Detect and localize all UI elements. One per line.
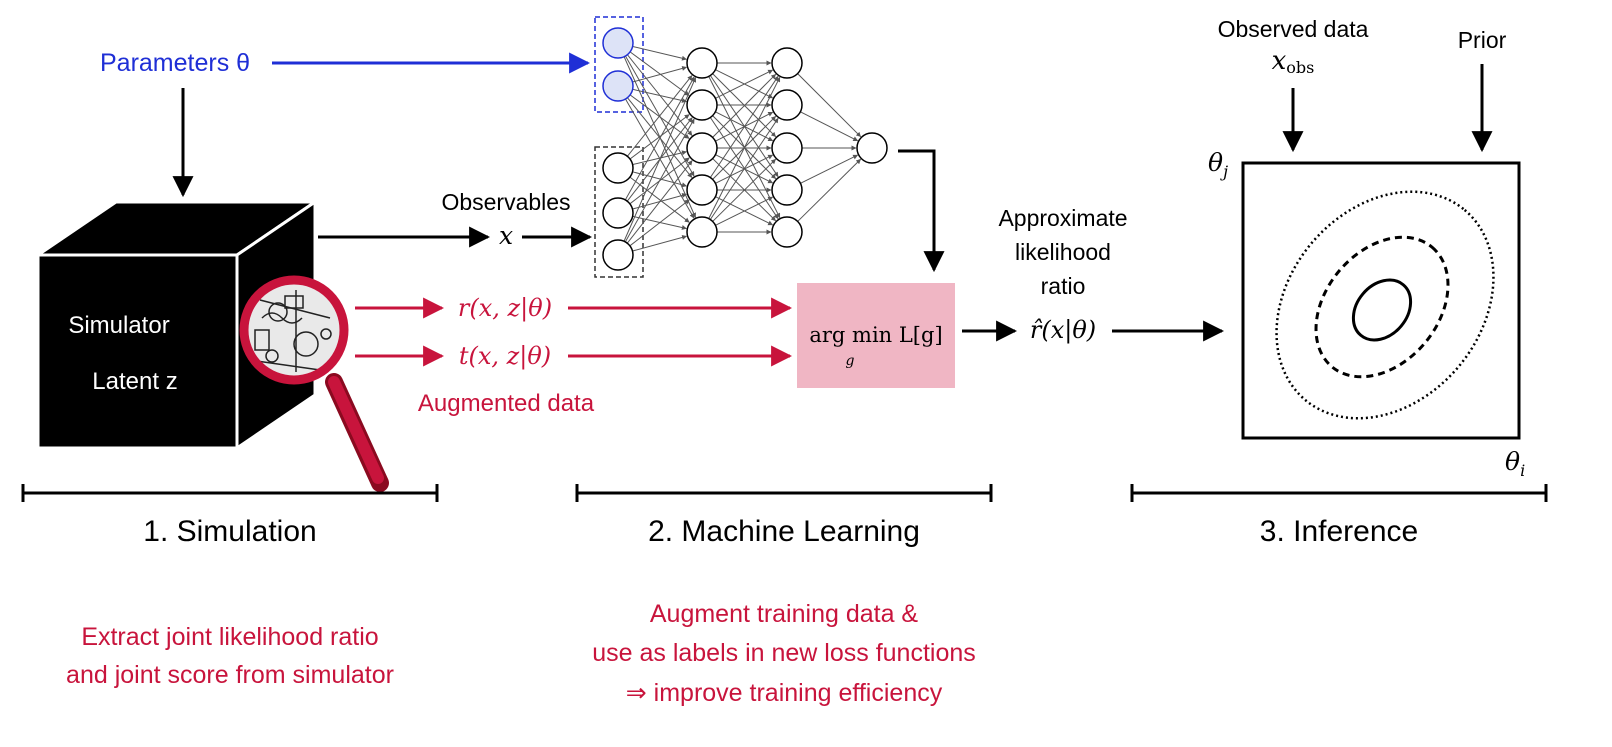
x-obs-symbol: xobs <box>1272 46 1315 77</box>
network-edge <box>800 154 859 184</box>
network-edge <box>632 171 688 188</box>
ml-note-line-3: ⇒ improve training efficiency <box>626 679 943 707</box>
x-symbol: x <box>499 221 513 250</box>
observable-input-node <box>602 197 634 229</box>
network-edge <box>712 73 777 138</box>
ratio-label-line-1: Approximate <box>998 205 1127 231</box>
posterior-plot-frame <box>1241 161 1521 440</box>
ml-note-line-2: use as labels in new loss functions <box>592 639 976 667</box>
magnifying-glass-icon <box>239 275 389 492</box>
network-edge <box>632 235 688 252</box>
t-label: t(x, z|θ) <box>459 342 551 371</box>
observables-label: Observables <box>441 189 570 215</box>
hidden-1-node <box>686 174 718 206</box>
network-output-arrow <box>898 149 945 273</box>
hidden-1-node <box>686 216 718 248</box>
hidden-1-node <box>686 89 718 121</box>
network-edge <box>715 196 774 226</box>
hidden-1-node <box>686 132 718 164</box>
parameters-label: Parameters θ <box>100 49 250 77</box>
section-label-inference: 3. Inference <box>1260 515 1418 548</box>
simulation-note-line-2: and joint score from simulator <box>66 661 394 689</box>
hidden-1-node <box>686 47 718 79</box>
ratio-label-line-3: ratio <box>1041 273 1086 299</box>
ml-note-line-1: Augment training data & <box>650 600 919 628</box>
output-node <box>856 132 888 164</box>
r-label: r(x, z|θ) <box>458 294 552 323</box>
parameter-input-node <box>602 70 634 102</box>
network-edges <box>623 45 862 252</box>
network-edge <box>629 51 690 96</box>
prior-label: Prior <box>1458 27 1507 53</box>
parameter-input-box <box>594 16 644 113</box>
network-edge <box>632 45 687 61</box>
hidden-2-node <box>771 132 803 164</box>
theta-i-label: θi <box>1505 447 1525 480</box>
augmented-data-label: Augmented data <box>418 390 595 417</box>
network-edge <box>709 75 779 178</box>
network-edge <box>629 199 690 247</box>
parameter-input-node <box>602 27 634 59</box>
network-edge <box>626 160 693 244</box>
network-edge <box>712 158 776 222</box>
observable-input-box <box>594 146 644 278</box>
simulation-note-line-1: Extract joint likelihood ratio <box>81 623 378 651</box>
posterior-contour-middle <box>1314 235 1450 379</box>
hidden-2-node <box>771 216 803 248</box>
network-edge <box>624 118 695 243</box>
network-edge <box>624 76 695 201</box>
network-edge <box>800 111 859 142</box>
network-edge <box>626 75 693 157</box>
simulator-cube <box>33 199 320 451</box>
network-edge <box>632 88 687 103</box>
observed-data-label: Observed data <box>1218 16 1369 42</box>
ratio-symbol: r̂(x|θ) <box>1030 316 1096 345</box>
network-edge <box>715 69 774 99</box>
posterior-contour-outer <box>1275 190 1495 420</box>
network-nodes <box>602 27 888 271</box>
theta-j-label: θj <box>1208 148 1228 181</box>
observable-input-node <box>602 152 634 184</box>
network-edge <box>797 158 861 222</box>
loss-subscript: g <box>846 353 855 369</box>
network-edge <box>623 77 697 242</box>
network-edge <box>797 73 862 138</box>
section-label-simulation: 1. Simulation <box>143 515 316 548</box>
posterior-contour-inner <box>1351 278 1413 342</box>
section-label-ml: 2. Machine Learning <box>648 515 920 548</box>
loss-argmin: arg min L[g] <box>809 323 942 347</box>
hidden-2-node <box>771 174 803 206</box>
network-edge <box>709 117 779 220</box>
network-edge <box>632 66 688 83</box>
network-edge <box>629 114 690 160</box>
simulator-latent: Latent z <box>92 368 177 395</box>
hidden-2-node <box>771 89 803 121</box>
observable-input-node <box>602 239 634 271</box>
network-edge <box>632 150 687 166</box>
loss-box <box>797 283 955 388</box>
network-edge <box>708 76 781 219</box>
hidden-2-node <box>771 47 803 79</box>
simulator-title: Simulator <box>68 312 169 339</box>
ratio-label-line-2: likelihood <box>1015 239 1111 265</box>
